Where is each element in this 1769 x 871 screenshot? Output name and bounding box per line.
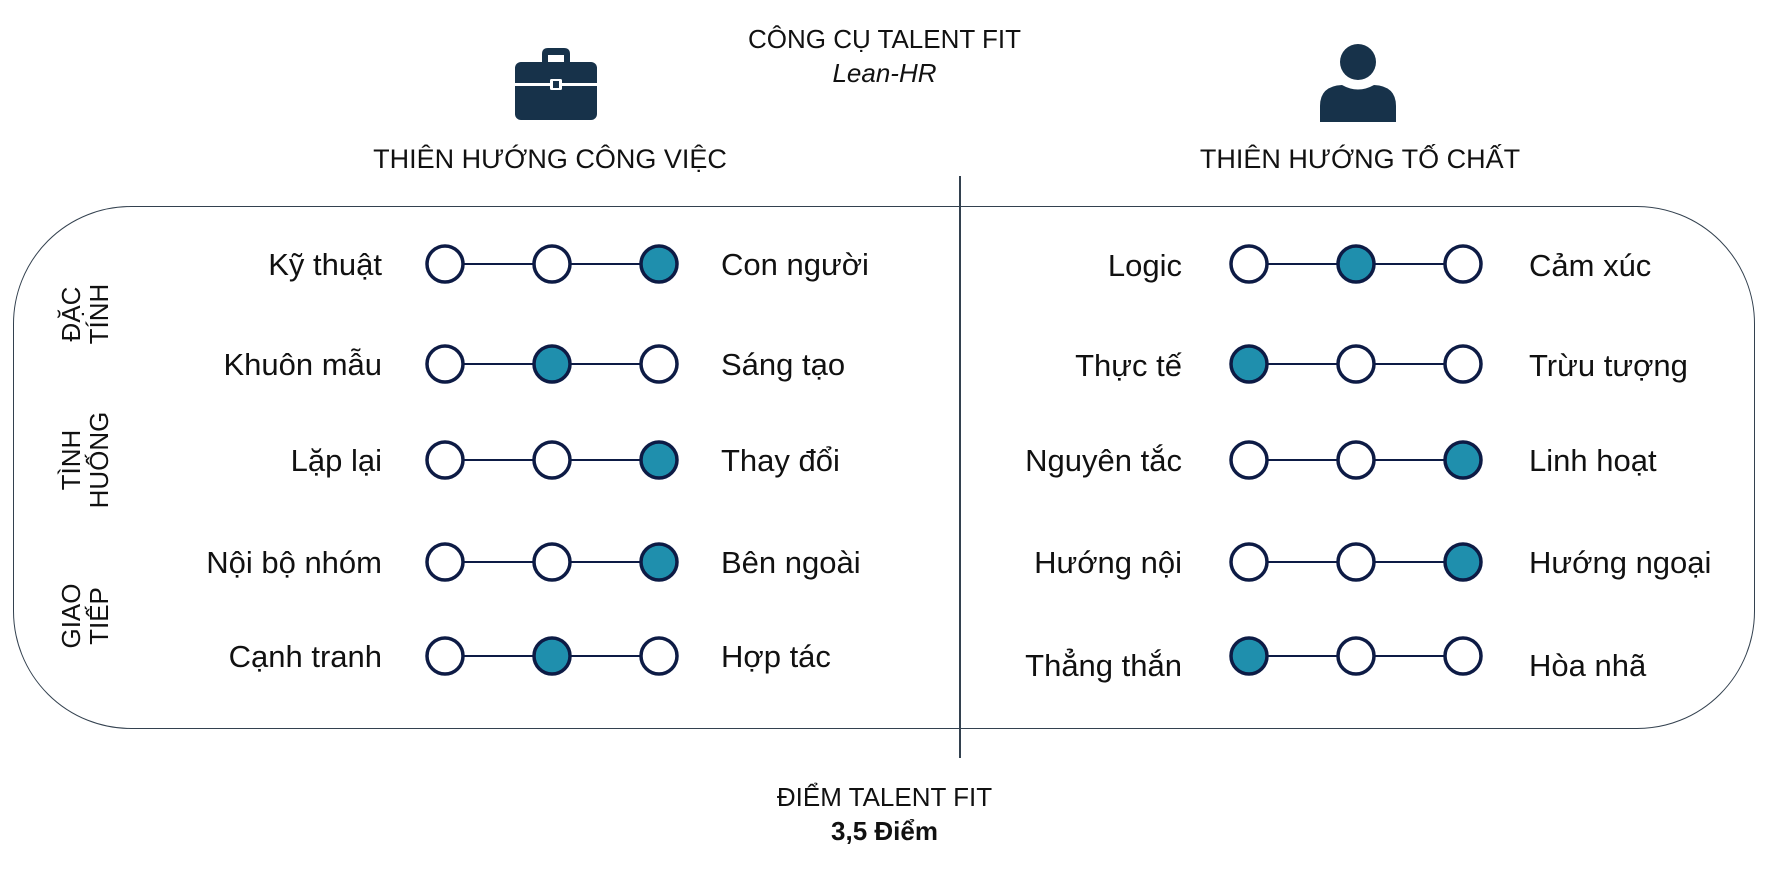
right-row-4-right-label: Hướng ngoại xyxy=(1529,545,1712,580)
trait-scale-5-option-3[interactable] xyxy=(1443,636,1483,676)
person-icon xyxy=(1320,44,1396,122)
left-row-2-right-label: Sáng tạo xyxy=(721,347,846,382)
left-row-1-left-label: Kỹ thuật xyxy=(268,247,382,282)
job-scale-1-option-2[interactable] xyxy=(532,244,572,284)
left-row-3-left-label: Lặp lại xyxy=(290,443,382,478)
job-scale-3-option-3[interactable] xyxy=(639,440,679,480)
left-row-4-right-label: Bên ngoài xyxy=(721,545,861,580)
left-row-1-right-label: Con người xyxy=(721,247,869,282)
job-scale-3-option-2[interactable] xyxy=(532,440,572,480)
left-row-5-left-label: Cạnh tranh xyxy=(228,639,382,674)
job-scale-3-option-1[interactable] xyxy=(425,440,465,480)
job-scale-1-option-3[interactable] xyxy=(639,244,679,284)
right-row-2-right-label: Trừu tượng xyxy=(1529,348,1688,383)
job-scale-4-option-2[interactable] xyxy=(532,542,572,582)
trait-scale-5-option-1[interactable] xyxy=(1229,636,1269,676)
trait-scale-3-option-3[interactable] xyxy=(1443,440,1483,480)
right-row-3-right-label: Linh hoạt xyxy=(1529,443,1657,478)
page-title: CÔNG CỤ TALENT FIT xyxy=(747,24,1022,54)
right-row-4-left-label: Hướng nội xyxy=(1034,545,1182,580)
job-scale-5-option-3[interactable] xyxy=(639,636,679,676)
trait-scale-1-option-3[interactable] xyxy=(1443,244,1483,284)
left-row-4-left-label: Nội bộ nhóm xyxy=(206,545,382,580)
right-row-1-right-label: Cảm xúc xyxy=(1529,248,1652,283)
score-value: 3,5 Điểm xyxy=(831,816,938,846)
briefcase-icon xyxy=(515,48,597,120)
score-label: ĐIỂM TALENT FIT xyxy=(776,782,993,812)
job-scale-2-option-3[interactable] xyxy=(639,344,679,384)
trait-scale-2-option-2[interactable] xyxy=(1336,344,1376,384)
job-orientation-heading: THIÊN HƯỚNG CÔNG VIỆC xyxy=(373,144,727,174)
right-row-3-left-label: Nguyên tắc xyxy=(1025,443,1182,478)
trait-scale-1-option-1[interactable] xyxy=(1229,244,1269,284)
right-row-2-left-label: Thực tế xyxy=(1075,348,1182,383)
trait-scale-2-option-3[interactable] xyxy=(1443,344,1483,384)
job-scale-4-option-3[interactable] xyxy=(639,542,679,582)
trait-scale-4-option-1[interactable] xyxy=(1229,542,1269,582)
trait-scale-5-option-2[interactable] xyxy=(1336,636,1376,676)
right-row-5-right-label: Hòa nhã xyxy=(1529,648,1647,683)
job-scale-1-option-1[interactable] xyxy=(425,244,465,284)
trait-scale-1-option-2[interactable] xyxy=(1336,244,1376,284)
trait-orientation-heading: THIÊN HƯỚNG TỐ CHẤT xyxy=(1199,144,1521,174)
left-row-2-left-label: Khuôn mẫu xyxy=(223,347,382,382)
job-scale-5-option-1[interactable] xyxy=(425,636,465,676)
trait-scale-2-option-1[interactable] xyxy=(1229,344,1269,384)
job-scale-5-option-2[interactable] xyxy=(532,636,572,676)
left-row-3-right-label: Thay đổi xyxy=(721,443,840,478)
assessment-frame xyxy=(13,206,1755,729)
trait-scale-3-option-2[interactable] xyxy=(1336,440,1376,480)
left-row-5-right-label: Hợp tác xyxy=(721,639,831,674)
page-subtitle: Lean-HR xyxy=(832,58,937,88)
trait-scale-4-option-3[interactable] xyxy=(1443,542,1483,582)
trait-scale-3-option-1[interactable] xyxy=(1229,440,1269,480)
job-scale-2-option-2[interactable] xyxy=(532,344,572,384)
job-scale-2-option-1[interactable] xyxy=(425,344,465,384)
right-row-5-left-label: Thẳng thắn xyxy=(1025,648,1182,683)
column-divider xyxy=(959,176,961,758)
job-scale-4-option-1[interactable] xyxy=(425,542,465,582)
trait-scale-4-option-2[interactable] xyxy=(1336,542,1376,582)
right-row-1-left-label: Logic xyxy=(1107,248,1182,283)
